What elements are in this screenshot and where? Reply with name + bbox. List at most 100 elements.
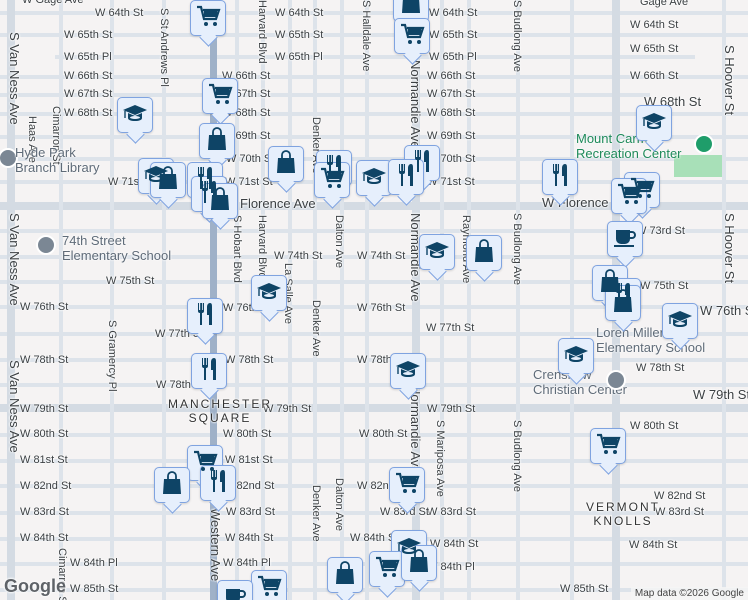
label-w-67th: W 67th St bbox=[64, 88, 113, 100]
label-w-83rd: W 83rd St bbox=[380, 506, 429, 518]
label-w-70th: W 70th St bbox=[226, 153, 275, 165]
road-w-64th bbox=[0, 11, 748, 15]
road-w-84th bbox=[0, 537, 748, 541]
marker-shopping-bag[interactable] bbox=[154, 467, 190, 503]
marker-school[interactable] bbox=[251, 275, 287, 311]
marker-shopping-bag[interactable] bbox=[199, 123, 235, 159]
road-w-78th-b bbox=[0, 383, 748, 387]
marker-restaurant[interactable] bbox=[542, 159, 578, 195]
marker-shopping-cart[interactable] bbox=[369, 551, 405, 587]
marker-shopping-bag[interactable] bbox=[393, 0, 429, 22]
label-w-65th: W 65th St bbox=[275, 29, 324, 41]
marker-shopping-bag[interactable] bbox=[466, 235, 502, 271]
park-pin-icon[interactable] bbox=[694, 134, 714, 154]
marker-shopping-cart[interactable] bbox=[314, 162, 350, 198]
marker-school[interactable] bbox=[117, 97, 153, 133]
label-w-81st: W 81st St bbox=[20, 454, 68, 466]
label-w-65th: W 65th St bbox=[630, 43, 679, 55]
label-harvard-blvd: Harvard Blvd bbox=[256, 215, 268, 279]
road-w-80th bbox=[0, 433, 748, 437]
marker-school[interactable] bbox=[558, 338, 594, 374]
shopping-cart-icon bbox=[207, 81, 233, 112]
coffee-icon bbox=[222, 583, 248, 600]
marker-shopping-cart[interactable] bbox=[389, 467, 425, 503]
marker-school[interactable] bbox=[419, 234, 455, 270]
church-pin-icon[interactable] bbox=[606, 370, 626, 390]
label-w-64th: W 64th St bbox=[275, 7, 324, 19]
road-w-78th bbox=[0, 358, 748, 362]
label-w-florence: W Florence bbox=[542, 195, 609, 210]
label-w-77th: W 77th St bbox=[426, 322, 475, 334]
label-gage-ave: Gage Ave bbox=[640, 0, 689, 8]
marker-restaurant[interactable] bbox=[200, 465, 236, 501]
road-denker bbox=[313, 0, 317, 600]
marker-shopping-bag[interactable] bbox=[150, 162, 186, 198]
marker-coffee[interactable] bbox=[607, 221, 643, 257]
restaurant-icon bbox=[196, 356, 222, 387]
marker-school[interactable] bbox=[636, 105, 672, 141]
marker-restaurant[interactable] bbox=[191, 353, 227, 389]
shopping-cart-icon bbox=[256, 573, 282, 600]
marker-school[interactable] bbox=[662, 303, 698, 339]
marker-school[interactable] bbox=[390, 353, 426, 389]
label-w-82nd: W 82nd St bbox=[654, 490, 706, 502]
road-raymond bbox=[467, 0, 471, 600]
marker-shopping-bag[interactable] bbox=[401, 545, 437, 581]
shopping-cart-icon bbox=[595, 431, 621, 462]
label-s-mariposa: S Mariposa Ave bbox=[434, 420, 446, 497]
road-s-hoover bbox=[722, 0, 726, 600]
school-icon bbox=[667, 306, 693, 337]
label-w-79th: W 79th St bbox=[263, 403, 312, 415]
poi-hyde-park-library[interactable]: Hyde Park Branch Library bbox=[15, 145, 100, 175]
marker-shopping-cart[interactable] bbox=[394, 18, 430, 54]
marker-shopping-bag[interactable] bbox=[327, 557, 363, 593]
label-s-gramercy: S Gramercy Pl bbox=[106, 320, 118, 392]
marker-shopping-cart[interactable] bbox=[251, 570, 287, 600]
marker-shopping-bag[interactable] bbox=[268, 146, 304, 182]
shopping-bag-icon bbox=[610, 288, 636, 319]
school-icon bbox=[396, 533, 422, 564]
label-w-79th: W 79th St bbox=[693, 387, 748, 402]
shopping-bag-icon bbox=[273, 149, 299, 180]
label-w-73rd: W 73rd St bbox=[636, 225, 685, 237]
marker-shopping-cart[interactable] bbox=[190, 0, 226, 36]
school-pin-icon[interactable] bbox=[36, 235, 56, 255]
label-w-79th: W 79th St bbox=[427, 403, 476, 415]
label-w-80th: W 80th St bbox=[630, 420, 679, 432]
map-attribution[interactable]: Map data ©2026 Google bbox=[630, 587, 748, 600]
label-w-64th: W 64th St bbox=[95, 7, 144, 19]
library-pin-icon[interactable] bbox=[0, 148, 18, 168]
label-w-66th: W 66th St bbox=[630, 70, 679, 82]
shopping-cart-icon bbox=[394, 470, 420, 501]
label-normandie: Normandie Ave bbox=[408, 60, 423, 149]
label-denker: Denker Ave bbox=[310, 485, 322, 542]
label-w-64th: W 64th St bbox=[429, 7, 478, 19]
label-w-66th: W 66th St bbox=[64, 70, 113, 82]
marker-restaurant[interactable] bbox=[187, 298, 223, 334]
label-w-65th-pl: W 65th Pl bbox=[275, 51, 323, 63]
road-w-67th bbox=[0, 93, 650, 97]
road-la-salle bbox=[288, 0, 292, 600]
label-w-83rd: W 83rd St bbox=[655, 506, 704, 518]
label-w-84th: W 84th St bbox=[430, 538, 479, 550]
label-florence-ave: Florence Ave bbox=[240, 196, 316, 211]
label-w-66th: W 66th St bbox=[427, 70, 476, 82]
road-w-77th bbox=[0, 332, 748, 336]
road-w-74th bbox=[0, 255, 748, 259]
marker-school[interactable] bbox=[356, 160, 392, 196]
marker-coffee[interactable] bbox=[217, 580, 253, 600]
marker-shopping-bag[interactable] bbox=[202, 183, 238, 219]
marker-shopping-cart[interactable] bbox=[590, 428, 626, 464]
marker-shopping-bag[interactable] bbox=[605, 285, 641, 321]
road-s-gramercy bbox=[110, 0, 114, 600]
marker-shopping-cart[interactable] bbox=[611, 178, 647, 214]
marker-shopping-cart[interactable] bbox=[202, 78, 238, 114]
road-w-66th bbox=[0, 75, 748, 79]
poi-74th-street-elementary[interactable]: 74th Street Elementary School bbox=[62, 233, 172, 263]
school-icon bbox=[641, 108, 667, 139]
label-harvard-blvd: Harvard Blvd bbox=[256, 0, 268, 64]
road-w-79th bbox=[0, 404, 748, 412]
marker-restaurant[interactable] bbox=[388, 159, 424, 195]
label-denker: Denker Ave bbox=[310, 300, 322, 357]
